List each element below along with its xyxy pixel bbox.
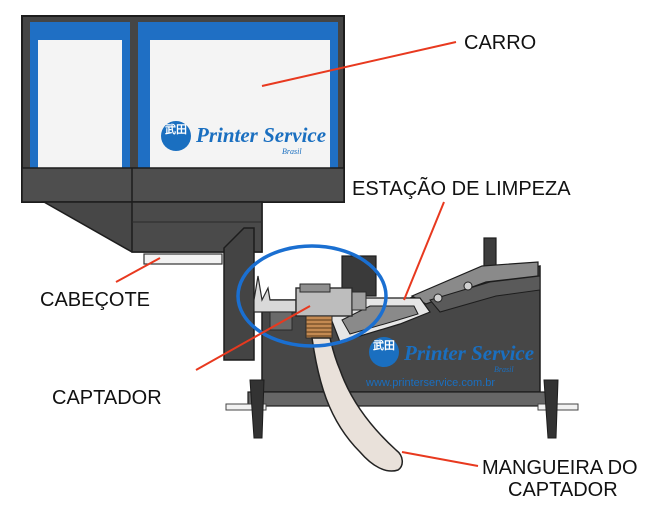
pointer-lines <box>115 41 479 467</box>
pointer-cabecote <box>115 257 161 283</box>
brand-title-top: Printer Service <box>195 123 326 147</box>
station-base-plate <box>247 391 557 407</box>
watermark-bottom: 武田 Printer Service Brasil www.printerser… <box>365 337 534 389</box>
station-rail-left <box>225 403 267 411</box>
captador-thread <box>305 315 333 339</box>
carriage <box>21 15 345 203</box>
captador-cap-top <box>299 283 331 293</box>
carriage-bottom-band <box>21 167 345 203</box>
captador-highlight-circle <box>236 244 388 348</box>
brand-logo-icon-bottom <box>369 337 399 367</box>
label-carro: CARRO <box>464 32 536 54</box>
station-lever-inner <box>341 305 419 335</box>
captador-side <box>351 291 367 311</box>
head-assembly <box>41 201 263 265</box>
brand-logo-glyph-bottom: 武田 <box>373 338 395 352</box>
label-mangueira-line2: CAPTADOR <box>508 479 618 501</box>
rail-rivet-2 <box>463 281 473 291</box>
brand-country-bottom: Brasil <box>494 365 514 374</box>
print-head-nozzle <box>143 253 223 265</box>
label-estacao-de-limpeza: ESTAÇÃO DE LIMPEZA <box>352 176 571 200</box>
brand-logo-icon <box>161 121 191 151</box>
watermark-top: 武田 Printer Service Brasil <box>161 121 326 156</box>
pointer-carro <box>261 41 457 87</box>
captador <box>253 275 367 339</box>
pointer-mangueira <box>401 451 479 467</box>
captador-hose <box>311 337 403 472</box>
label-mangueira-line1: MANGUEIRA DO <box>482 457 638 479</box>
station-rail-lower <box>429 275 541 313</box>
station-rail-right <box>537 403 579 411</box>
pointer-captador <box>195 305 311 371</box>
pointer-estacao <box>403 201 445 301</box>
rail-rivet-1 <box>433 293 443 303</box>
station-foot-right <box>543 379 559 439</box>
carriage-left-compartment <box>38 40 122 168</box>
brand-logo-glyph-top: 武田 <box>165 122 187 136</box>
captador-wiper <box>253 275 297 313</box>
brand-title-bottom: Printer Service <box>403 341 534 365</box>
brand-country-top: Brasil <box>282 147 302 156</box>
label-cabecote: CABEÇOTE <box>40 289 150 311</box>
brand-url: www.printerservice.com.br <box>365 377 495 389</box>
station-foot-left <box>249 379 265 439</box>
cleaning-station <box>223 227 579 439</box>
label-captador: CAPTADOR <box>52 387 162 409</box>
